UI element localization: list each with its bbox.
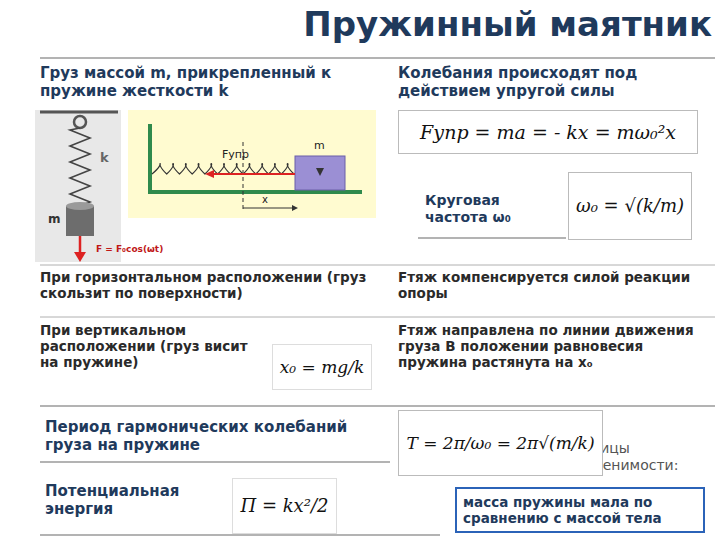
- formula-box: Fупр = ma = - kx = mω₀²x: [398, 110, 698, 154]
- slide-title: Пружинный маятник: [303, 4, 712, 45]
- formula-text: x₀ = mg/k: [280, 357, 365, 377]
- horizontal-pendulum-bg: [128, 110, 376, 218]
- force-label: Fупр: [222, 148, 249, 161]
- heading-text: Груз массой m, прикрепленный к пружине ж…: [40, 64, 380, 100]
- formula-text: Fупр = ma = - kx = mω₀²x: [420, 121, 676, 144]
- separator: [418, 237, 566, 239]
- formula-box: П = kx²/2: [232, 478, 337, 534]
- formula-text: ω₀ = √(k/m): [576, 195, 684, 217]
- formula-box: x₀ = mg/k: [272, 344, 372, 390]
- heading-text: Колебания происходят под действием упруг…: [398, 64, 708, 100]
- block-mark: [316, 168, 324, 176]
- formula-box: ω₀ = √(k/m): [568, 172, 692, 240]
- vertical-pendulum-bg: [35, 110, 121, 262]
- wall-and-floor: [150, 124, 362, 192]
- case-note: Fтяж направлена по линии движения груза …: [398, 322, 710, 371]
- separator: [40, 57, 715, 59]
- arrow-head: [292, 205, 298, 211]
- mass-label: m: [314, 139, 325, 152]
- case-label: При вертикальном расположении (груз виси…: [40, 322, 270, 371]
- spring-label: k: [100, 150, 109, 166]
- force-arrow: [214, 173, 295, 175]
- block: [295, 156, 345, 190]
- separator: [40, 461, 390, 463]
- separator: [40, 405, 715, 407]
- spring: [70, 128, 90, 206]
- weight: [66, 206, 94, 236]
- displacement-label: x: [262, 194, 268, 206]
- arrow-head: [205, 170, 214, 178]
- side-label: Круговая частота ω₀: [425, 192, 555, 226]
- case-note: Fтяж компенсируется силой реакции опоры: [398, 269, 708, 301]
- weight-top: [66, 202, 94, 210]
- force-label: F = F₀cos(ωt): [96, 244, 163, 255]
- formula-text: T = 2π/ω₀ = 2π√(m/k): [406, 433, 594, 453]
- separator: [40, 534, 440, 536]
- note-box: масса пружины мала по сравнению с массой…: [455, 487, 705, 533]
- heading-text: Потенциальная энергия: [45, 482, 225, 518]
- formula-box: T = 2π/ω₀ = 2π√(m/k): [398, 410, 603, 476]
- mass-label: m: [48, 212, 61, 226]
- arrow-head: [74, 252, 86, 262]
- case-label: При горизонтальном расположении (груз ск…: [40, 269, 380, 301]
- note-text: масса пружины мала по сравнению с массой…: [463, 494, 697, 526]
- displacement-arrow: [243, 208, 292, 209]
- formula-text: П = kx²/2: [240, 495, 328, 517]
- separator: [40, 317, 715, 318]
- ceiling: [40, 111, 118, 114]
- separator: [40, 265, 715, 266]
- heading-text: Период гармонических колебаний груза на …: [45, 418, 365, 454]
- hook: [74, 116, 86, 128]
- spring: [152, 164, 295, 175]
